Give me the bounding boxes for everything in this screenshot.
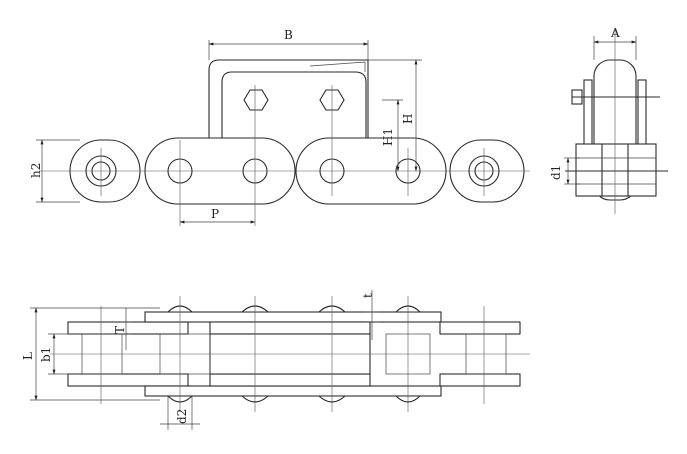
label-P: P <box>211 207 219 221</box>
label-T: T <box>113 326 127 334</box>
label-t: t <box>361 293 375 298</box>
top-view: L b1 T t d2 <box>21 290 530 430</box>
label-b1: b1 <box>39 347 53 362</box>
label-H: H <box>401 114 415 124</box>
attachment-bracket <box>208 59 369 140</box>
roller-section <box>575 143 657 197</box>
hex-bolt <box>243 89 269 111</box>
side-view: A d1 <box>549 26 668 214</box>
label-A: A <box>610 26 620 40</box>
front-view: B H H1 h2 P <box>29 28 530 226</box>
outer-plate-bottom <box>439 373 521 387</box>
inner-plate-top <box>209 321 371 335</box>
label-B: B <box>284 28 293 42</box>
link-plate-top <box>144 311 442 323</box>
inner-plate-bottom <box>209 373 371 387</box>
label-h2: h2 <box>29 163 43 178</box>
link-plate-bottom <box>144 385 442 397</box>
label-d2: d2 <box>175 409 189 424</box>
outer-plate-top <box>67 321 189 335</box>
label-H1: H1 <box>381 128 395 146</box>
outer-plate-top <box>439 321 521 335</box>
outer-plate-bottom <box>67 373 189 387</box>
label-L: L <box>21 352 35 360</box>
label-d1: d1 <box>549 165 563 180</box>
